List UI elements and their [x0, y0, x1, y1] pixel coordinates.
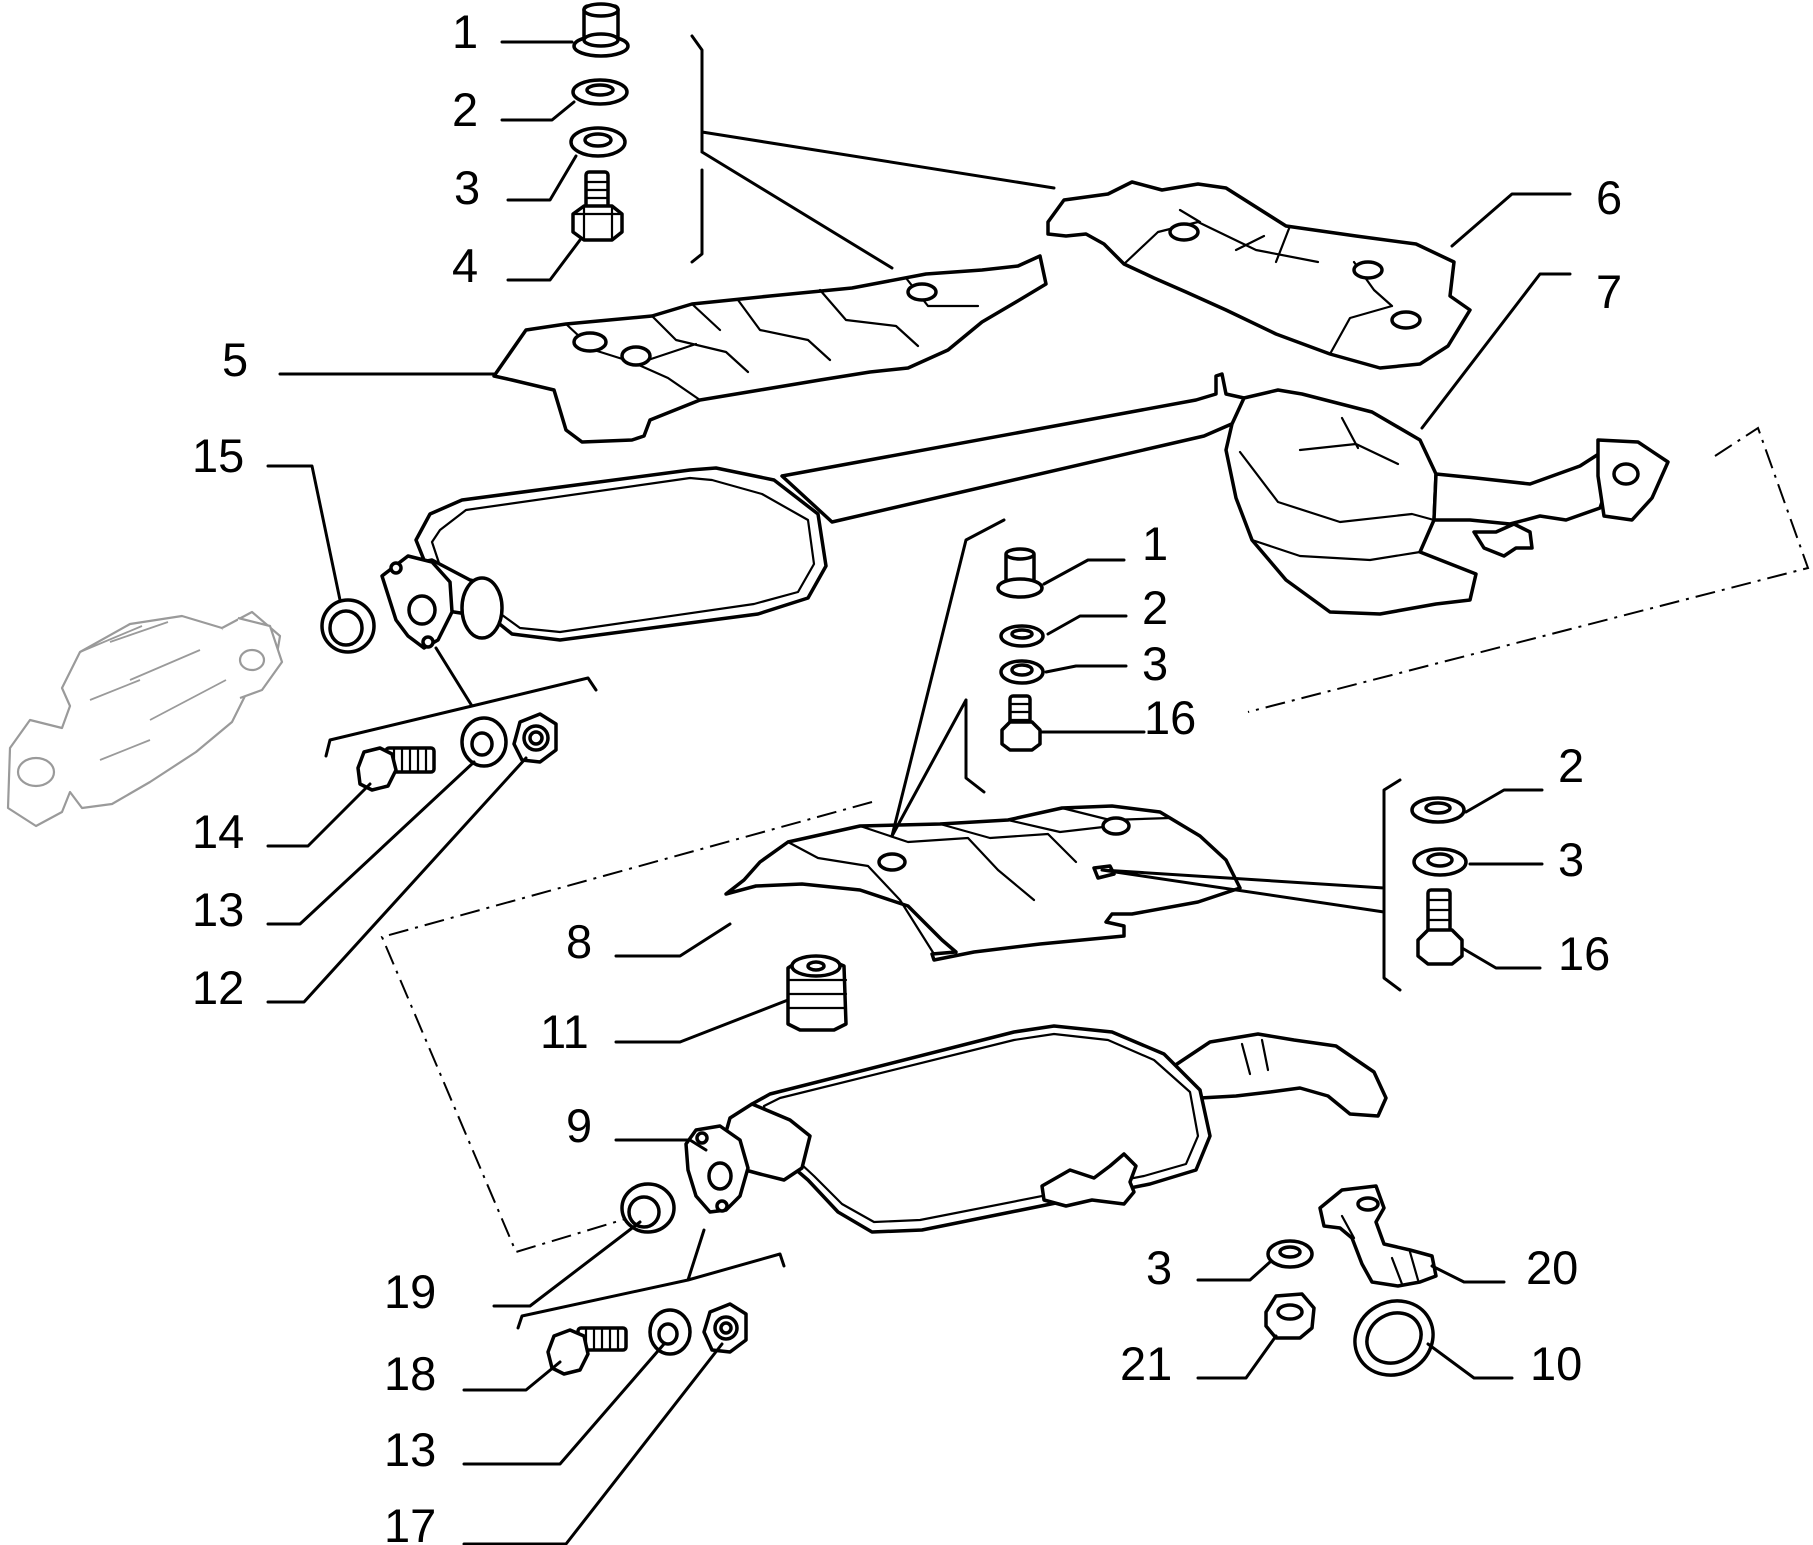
callout-16-right: 16: [1558, 927, 1610, 980]
callout-3-middle: 3: [1142, 637, 1168, 690]
flat-washer-right[interactable]: [1410, 796, 1466, 824]
callout-4: 4: [452, 239, 478, 292]
rubber-ring[interactable]: [1341, 1287, 1446, 1389]
callout-3-right: 3: [1558, 833, 1584, 886]
lock-washer-middle[interactable]: [999, 659, 1045, 685]
flange-nut-rear[interactable]: [702, 1302, 748, 1354]
group-brace-right: [1100, 778, 1402, 992]
gasket-ring-front[interactable]: [320, 598, 376, 654]
flat-washer-middle[interactable]: [999, 624, 1045, 648]
bolt-top[interactable]: [571, 170, 624, 242]
callout-17: 17: [384, 1499, 436, 1545]
callout-2-middle: 2: [1142, 581, 1168, 634]
heat-shield-front[interactable]: [492, 254, 1048, 444]
callout-3-top: 3: [454, 161, 480, 214]
lock-washer-bracket[interactable]: [1266, 1239, 1314, 1269]
heat-shield-middle[interactable]: [724, 804, 1242, 962]
flange-nut-front[interactable]: [512, 712, 558, 764]
callout-12: 12: [192, 961, 244, 1014]
lock-washer-top[interactable]: [569, 126, 627, 158]
threaded-bushing-top[interactable]: [572, 2, 630, 58]
group-brace-top: [690, 34, 1056, 270]
catalytic-converter: [6, 610, 284, 828]
callout-18: 18: [384, 1347, 436, 1400]
assembly-outline-bottom: [380, 801, 873, 1254]
flange-bolt-front[interactable]: [356, 746, 436, 792]
group-brace-rear-flange: [516, 1228, 786, 1330]
callout-20: 20: [1526, 1241, 1578, 1294]
lock-washer-right[interactable]: [1412, 847, 1468, 877]
callout-9: 9: [566, 1099, 592, 1152]
gasket-ring-rear[interactable]: [620, 1182, 676, 1234]
bolt-middle[interactable]: [1000, 694, 1042, 752]
callout-19: 19: [384, 1265, 436, 1318]
flange-washer-front[interactable]: [460, 716, 508, 768]
leader-lines: [266, 40, 1572, 1545]
callout-3-bracket: 3: [1146, 1241, 1172, 1294]
callout-15: 15: [192, 429, 244, 482]
callout-13-front: 13: [192, 883, 244, 936]
callout-8: 8: [566, 915, 592, 968]
callout-2-top: 2: [452, 83, 478, 136]
flange-bolt-rear[interactable]: [546, 1326, 628, 1376]
mounting-bracket[interactable]: [1318, 1184, 1438, 1288]
callout-6: 6: [1596, 171, 1622, 224]
exhaust-pipe-assembly[interactable]: [380, 372, 1670, 650]
rubber-mount[interactable]: [786, 954, 848, 1032]
callout-16-middle: 16: [1144, 691, 1196, 744]
heat-shield-rear[interactable]: [1046, 180, 1472, 370]
callout-21: 21: [1120, 1337, 1172, 1390]
rear-silencer[interactable]: [684, 1024, 1388, 1234]
threaded-bushing-middle[interactable]: [996, 547, 1044, 599]
flat-washer-top[interactable]: [571, 78, 629, 106]
callout-10: 10: [1530, 1337, 1582, 1390]
callout-2-right: 2: [1558, 739, 1584, 792]
flange-washer-rear[interactable]: [648, 1308, 692, 1356]
callout-5: 5: [222, 333, 248, 386]
callout-14: 14: [192, 805, 244, 858]
callout-1-middle: 1: [1142, 517, 1168, 570]
hex-nut-bracket[interactable]: [1264, 1292, 1316, 1340]
group-brace-front-flange: [324, 646, 598, 758]
group-brace-middle: [890, 518, 1006, 838]
callout-13-rear: 13: [384, 1423, 436, 1476]
callout-7: 7: [1596, 265, 1622, 318]
assembly-outline-top: [1247, 426, 1810, 713]
callout-labels: 1 2 3 4 5 6 7 15 1 2 3 16 14 13 12 2 3 1…: [192, 5, 1622, 1545]
callout-11: 11: [540, 1005, 589, 1058]
callout-1-top: 1: [452, 5, 478, 58]
bolt-right[interactable]: [1416, 888, 1464, 966]
